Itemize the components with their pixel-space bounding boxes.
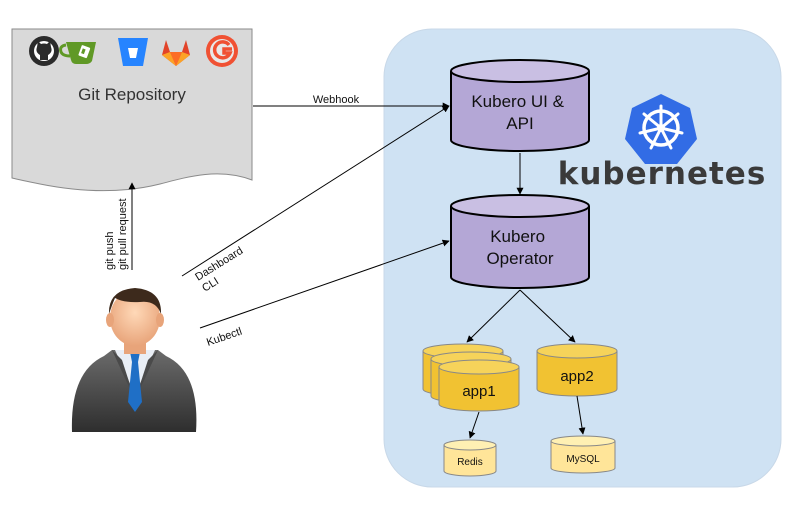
app2-to-mysql-edge — [576, 395, 586, 435]
git-repository-title: Git Repository — [78, 85, 186, 104]
dashboard-edge — [181, 105, 450, 277]
github-icon — [29, 36, 59, 66]
kubernetes-logo-icon — [625, 94, 697, 164]
git-repository-box — [11, 28, 253, 192]
svg-text:Kubero UI & API: Kubero UI & API — [471, 92, 568, 133]
kubero-ui-api-node: Kubero UI & API — [450, 59, 590, 152]
kubectl-label: Kubectl — [205, 326, 244, 349]
kubero-ui-label-line2: API — [506, 114, 533, 133]
bitbucket-icon — [118, 38, 148, 66]
redis-label: Redis — [457, 457, 483, 468]
mysql-node: MySQL — [550, 435, 616, 474]
kubero-ui-label-line1: Kubero UI & — [471, 92, 564, 111]
operator-to-app1-edge — [466, 289, 521, 343]
webhook-edge-label: Webhook — [313, 94, 360, 106]
user-avatar — [71, 288, 197, 432]
app1-label: app1 — [462, 383, 495, 400]
app1-node: app1 — [422, 343, 520, 412]
app1-to-redis-edge — [468, 411, 480, 439]
kubero-operator-label-line2: Operator — [486, 249, 553, 268]
redis-node: Redis — [443, 439, 497, 477]
gitlab-icon — [162, 40, 190, 66]
operator-to-app2-edge — [519, 289, 576, 343]
git-push-label: git push — [104, 231, 116, 270]
kubernetes-wordmark: kubernetes — [558, 156, 767, 192]
kubectl-edge — [199, 239, 450, 329]
mysql-label: MySQL — [566, 454, 600, 465]
kubero-operator-label-line1: Kubero — [490, 227, 545, 246]
git-pull-request-label: git pull request — [117, 198, 129, 270]
svg-text:Kubero Operator: Kubero Operator — [486, 227, 553, 268]
gogs-icon — [206, 35, 238, 67]
gitea-icon — [59, 42, 96, 64]
kubero-operator-node: Kubero Operator — [450, 194, 590, 289]
app2-label: app2 — [560, 368, 593, 385]
app2-node: app2 — [536, 343, 618, 397]
